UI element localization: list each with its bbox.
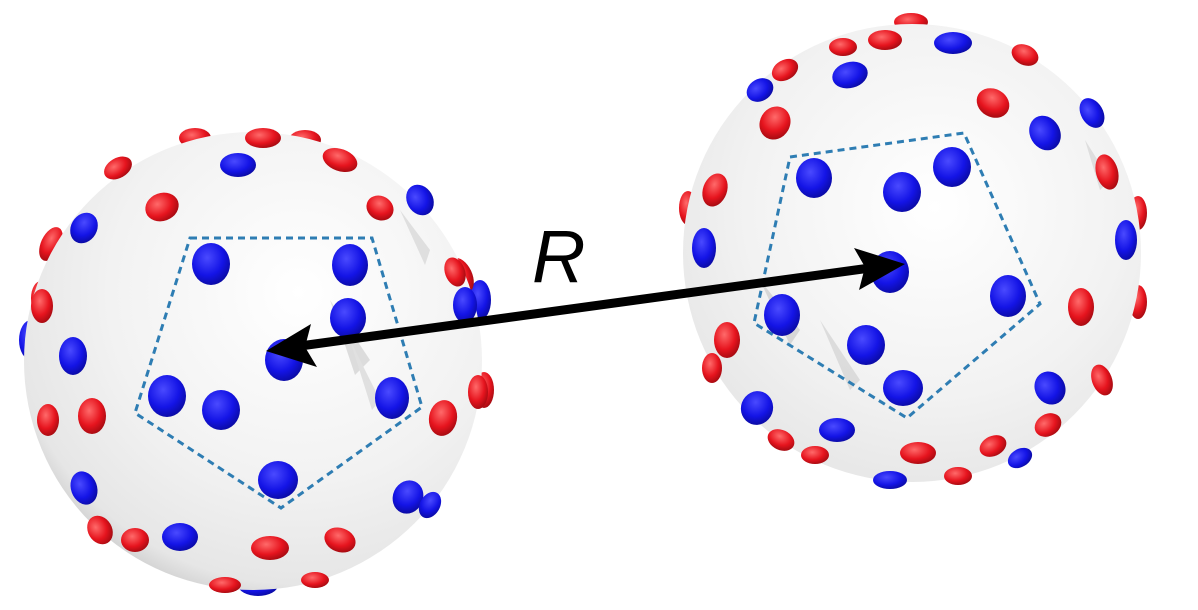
patch-blue xyxy=(933,147,971,187)
right-pentagon-outline xyxy=(752,131,1042,420)
patch-red xyxy=(714,322,740,358)
patch-blue xyxy=(162,523,198,551)
patch-blue xyxy=(883,370,923,406)
patch-blue xyxy=(192,243,230,285)
patch-blue xyxy=(392,480,424,514)
left-particle xyxy=(19,128,494,596)
patch-red xyxy=(1095,154,1119,190)
patch-red xyxy=(324,527,356,553)
patch-red xyxy=(767,429,795,451)
patch-red xyxy=(87,515,113,545)
patch-red xyxy=(979,435,1007,457)
patch-blue xyxy=(796,158,832,198)
left-pentagon-outline xyxy=(133,236,424,510)
patch-blue xyxy=(883,172,921,212)
arrow-head-left-icon xyxy=(266,324,317,367)
patch-blue xyxy=(819,418,855,442)
patch-red xyxy=(245,128,281,148)
right-particle xyxy=(679,13,1147,489)
patch-blue xyxy=(330,298,366,338)
patch-blue xyxy=(764,294,800,336)
patch-red xyxy=(78,398,106,434)
patch-red xyxy=(444,257,466,287)
distance-label: R xyxy=(532,215,585,298)
patch-blue xyxy=(746,78,774,102)
patch-red xyxy=(1068,288,1094,326)
patch-red xyxy=(759,106,791,140)
patch-blue xyxy=(847,325,885,365)
patch-blue xyxy=(1034,371,1066,405)
patch-red xyxy=(209,577,241,593)
patch-blue xyxy=(1079,98,1105,128)
right-sphere xyxy=(683,24,1141,482)
patch-blue xyxy=(1115,220,1137,260)
patch-blue xyxy=(70,212,98,244)
patch-red xyxy=(1034,413,1062,437)
patch-red xyxy=(145,192,179,222)
patch-blue xyxy=(873,471,907,489)
patch-red xyxy=(1091,364,1113,396)
patch-red xyxy=(944,467,972,485)
patch-red xyxy=(868,30,902,50)
patch-blue xyxy=(220,153,256,177)
patch-red xyxy=(771,58,799,82)
patch-blue xyxy=(1029,115,1061,151)
patch-blue xyxy=(70,471,98,505)
patch-blue xyxy=(990,275,1026,317)
patch-blue xyxy=(406,184,434,216)
patch-red xyxy=(251,536,289,560)
patch-red xyxy=(104,156,132,180)
patch-red xyxy=(468,375,488,409)
patch-red xyxy=(801,446,829,464)
left-sphere xyxy=(24,132,482,590)
patch-red xyxy=(1011,44,1039,66)
patch-blue xyxy=(740,391,774,425)
right-surface-patches xyxy=(692,30,1137,489)
left-surface-patches xyxy=(31,128,488,593)
patch-red xyxy=(31,289,53,323)
patch-red xyxy=(702,353,722,383)
patch-red xyxy=(900,442,936,464)
patch-red xyxy=(322,147,358,173)
patch-red xyxy=(829,38,857,56)
left-pentagon-patches xyxy=(148,243,409,499)
patch-blue xyxy=(375,377,409,419)
arrow-head-right-icon xyxy=(854,248,905,290)
patch-red xyxy=(301,572,329,588)
patch-blue xyxy=(832,61,868,89)
patch-blue xyxy=(453,287,477,323)
patch-blue xyxy=(148,375,186,417)
right-pentagon-patches xyxy=(764,147,1026,406)
patch-blue xyxy=(934,32,972,54)
patch-blue xyxy=(332,244,368,286)
patch-red xyxy=(366,195,394,221)
patch-red xyxy=(428,400,458,436)
patch-blue xyxy=(418,491,442,519)
distance-arrow xyxy=(266,248,905,367)
patch-blue xyxy=(202,390,240,430)
patch-blue xyxy=(692,228,716,268)
patch-red xyxy=(121,528,149,552)
patch-blue xyxy=(59,337,87,375)
arrow-shaft xyxy=(299,263,871,351)
patch-blue xyxy=(258,461,298,499)
patch-red xyxy=(702,173,728,207)
patch-red xyxy=(37,404,59,436)
patch-blue xyxy=(1007,447,1033,469)
patch-red xyxy=(976,88,1010,118)
